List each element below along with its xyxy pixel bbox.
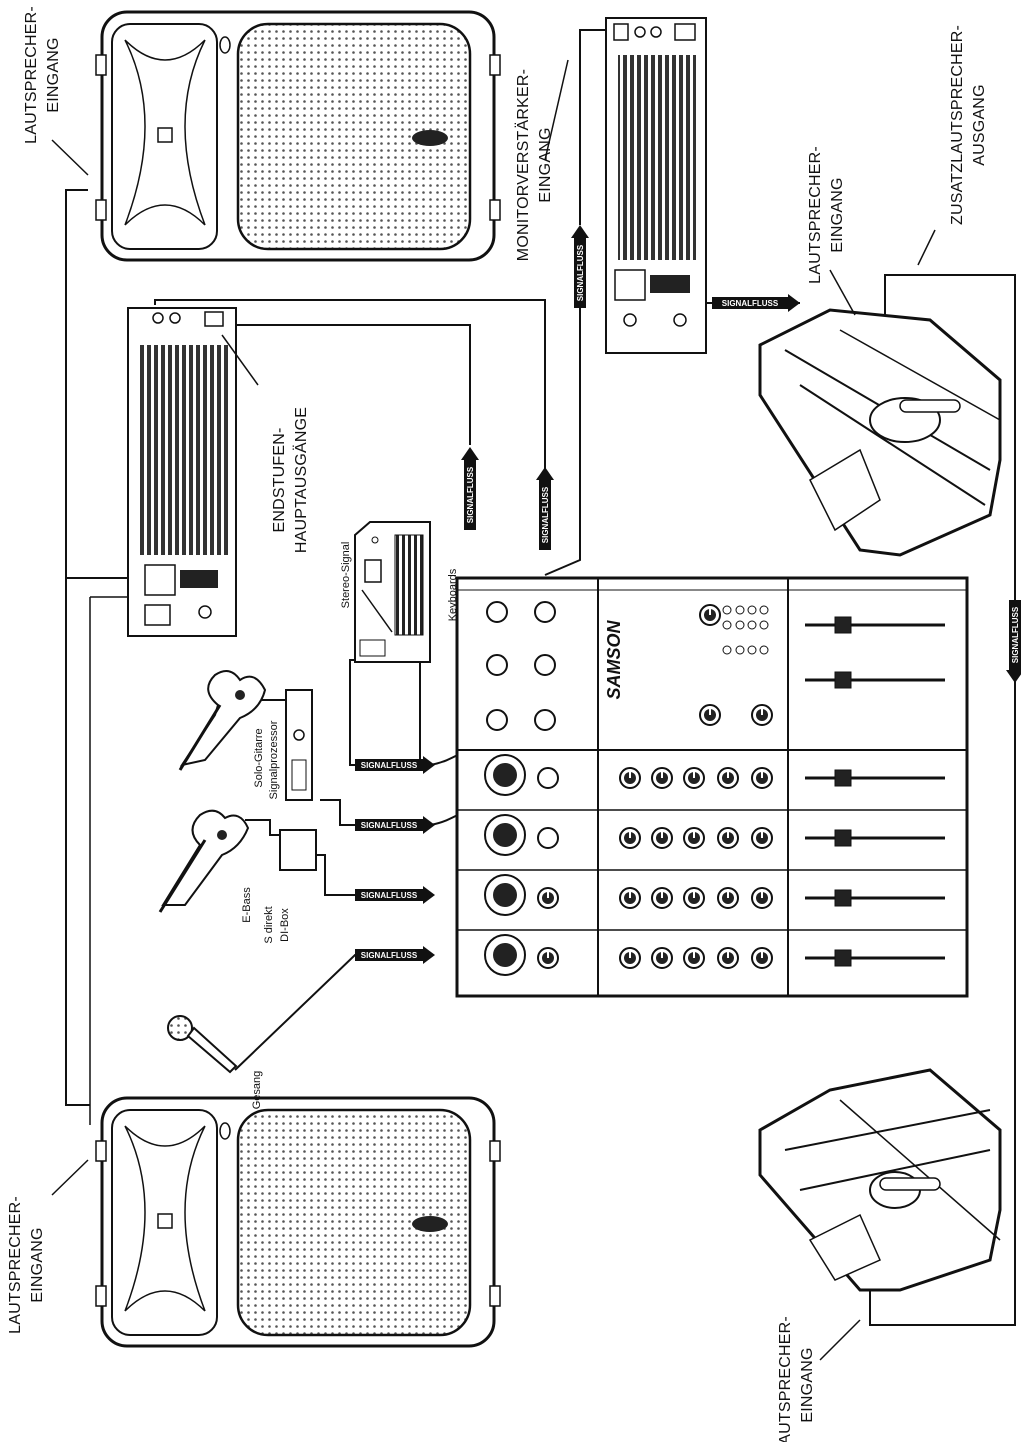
label-lautsprecher-eingang-top-left: LAUTSPRECHER- EINGANG: [23, 6, 62, 144]
svg-text:ZUSATZLAUTSPRECHER-: ZUSATZLAUTSPRECHER-: [949, 25, 966, 225]
label-s-direkt: S direkt: [263, 906, 275, 943]
svg-text:EINGANG: EINGANG: [799, 1347, 816, 1422]
monitor-amplifier: [606, 18, 706, 353]
label-solo-gitarre: Solo-Gitarre: [253, 728, 265, 787]
label-signalprozessor: Signalprozessor: [268, 720, 280, 799]
label-lautsprecher-eingang-bottom-right: LAUTSPRECHER- EINGANG: [777, 1316, 816, 1442]
label-di-box: DI-Box: [279, 908, 291, 942]
mixer: SAMSON: [457, 578, 967, 996]
label-stereo-signal: Stereo-Signal: [340, 542, 352, 609]
microphone: [168, 1016, 236, 1072]
main-amplifier: [128, 308, 236, 636]
svg-text:SIGNALFLUSS: SIGNALFLUSS: [722, 299, 779, 308]
svg-text:EINGANG: EINGANG: [537, 127, 554, 202]
svg-text:SIGNALFLUSS: SIGNALFLUSS: [361, 951, 418, 960]
svg-text:SIGNALFLUSS: SIGNALFLUSS: [361, 761, 418, 770]
svg-text:SIGNALFLUSS: SIGNALFLUSS: [466, 466, 475, 523]
svg-text:LAUTSPRECHER-: LAUTSPRECHER-: [807, 146, 824, 284]
svg-text:AUSGANG: AUSGANG: [971, 84, 988, 165]
svg-text:SIGNALFLUSS: SIGNALFLUSS: [576, 244, 585, 301]
label-zusatzlautsprecher-ausgang: ZUSATZLAUTSPRECHER- AUSGANG: [949, 25, 988, 225]
label-monitorverstaerker-eingang: MONITORVERSTÄRKER- EINGANG: [514, 69, 554, 261]
svg-text:EINGANG: EINGANG: [829, 177, 846, 252]
svg-text:SIGNALFLUSS: SIGNALFLUSS: [361, 891, 418, 900]
signal-flow-tag-main-out-1: SIGNALFLUSS: [461, 447, 479, 530]
svg-text:SIGNALFLUSS: SIGNALFLUSS: [541, 486, 550, 543]
label-lautsprecher-eingang-bottom-left: LAUTSPRECHER- EINGANG: [7, 1196, 46, 1334]
svg-text:LAUTSPRECHER-: LAUTSPRECHER-: [23, 6, 40, 144]
label-e-bass: E-Bass: [241, 887, 253, 923]
svg-text:SIGNALFLUSS: SIGNALFLUSS: [1011, 606, 1020, 663]
label-endstufen-hauptausgaenge: ENDSTUFEN- HAUPTAUSGÄNGE: [271, 407, 310, 553]
signal-flow-tag-main-out-2: SIGNALFLUSS: [536, 467, 554, 550]
svg-text:LAUTSPRECHER-: LAUTSPRECHER-: [7, 1196, 24, 1334]
signal-flow-tag-monitor-out: SIGNALFLUSS: [712, 294, 800, 312]
signal-processor: [286, 690, 312, 800]
svg-text:EINGANG: EINGANG: [45, 37, 62, 112]
main-speaker-top: [96, 12, 500, 260]
svg-text:HAUPTAUSGÄNGE: HAUPTAUSGÄNGE: [292, 407, 310, 553]
di-box: [280, 830, 316, 870]
signal-flow-tag-vocal: SIGNALFLUSS: [355, 946, 435, 964]
svg-text:LAUTSPRECHER-: LAUTSPRECHER-: [777, 1316, 794, 1442]
svg-text:EINGANG: EINGANG: [29, 1227, 46, 1302]
main-speaker-bottom: [96, 1098, 500, 1346]
svg-text:SIGNALFLUSS: SIGNALFLUSS: [361, 821, 418, 830]
label-gesang: Gesang: [251, 1071, 263, 1110]
label-lautsprecher-eingang-monitor: LAUTSPRECHER- EINGANG: [807, 146, 846, 284]
stage-monitor-wedge-bottom: [760, 1070, 1000, 1290]
bass-guitar: [160, 811, 248, 912]
signal-flow-tag-guitar: SIGNALFLUSS: [355, 816, 435, 834]
stage-monitor-wedge-top: [760, 310, 1000, 555]
svg-text:ENDSTUFEN-: ENDSTUFEN-: [271, 427, 288, 532]
svg-text:MONITORVERSTÄRKER-: MONITORVERSTÄRKER-: [514, 69, 532, 261]
signal-flow-tag-monitor-in: SIGNALFLUSS: [571, 225, 589, 308]
signal-flow-tag-bass: SIGNALFLUSS: [355, 886, 435, 904]
keyboard: [355, 522, 430, 662]
label-keyboards: Keyboards: [447, 568, 459, 621]
mixer-brand: SAMSON: [604, 620, 624, 700]
signal-flow-tag-keyboard: SIGNALFLUSS: [355, 756, 435, 774]
signal-flow-tag-wedge-link: SIGNALFLUSS: [1006, 600, 1021, 683]
